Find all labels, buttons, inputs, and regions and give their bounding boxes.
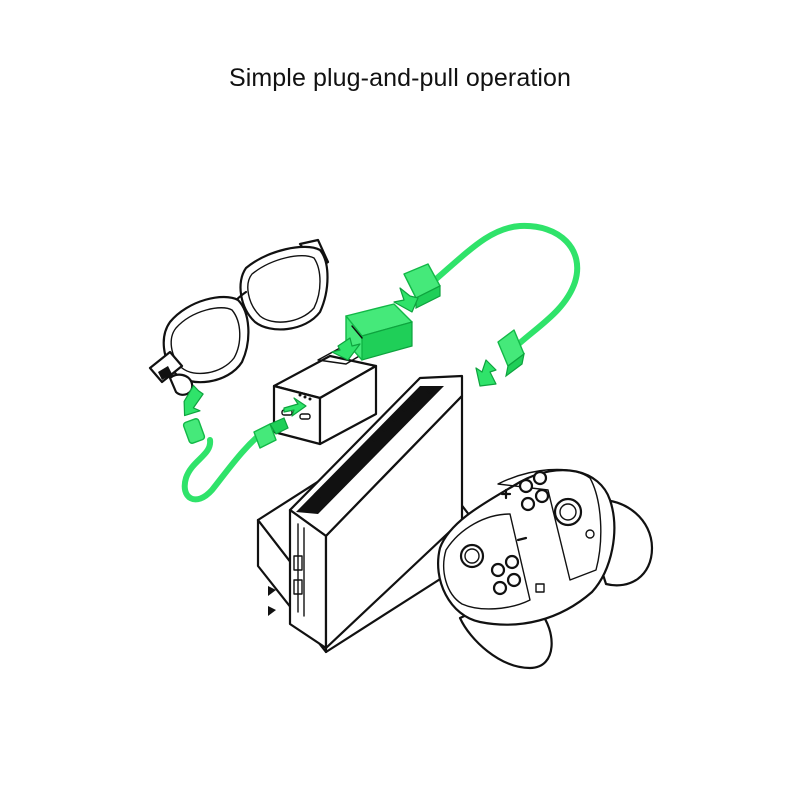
hdmi-connector-icon (497, 329, 525, 378)
usb-c-cable-icon (253, 417, 289, 449)
hdmi-connector-icon (403, 263, 441, 309)
hdmi-connector-icon (345, 303, 413, 361)
controller-grip-icon (437, 468, 654, 670)
direction-arrow-icon (183, 384, 204, 417)
usb-c-cable-icon (181, 222, 581, 503)
game-console-dock-icon (256, 374, 472, 654)
direction-arrow-icon (475, 359, 497, 387)
direction-arrow-icon (331, 337, 361, 361)
usb-c-cable-icon (182, 418, 206, 444)
ar-glasses-icon (148, 238, 330, 396)
direction-arrow-icon (283, 397, 307, 417)
direction-arrow-icon (393, 287, 419, 313)
page-title: Simple plug-and-pull operation (228, 64, 572, 92)
adapter-box-icon (272, 347, 378, 446)
